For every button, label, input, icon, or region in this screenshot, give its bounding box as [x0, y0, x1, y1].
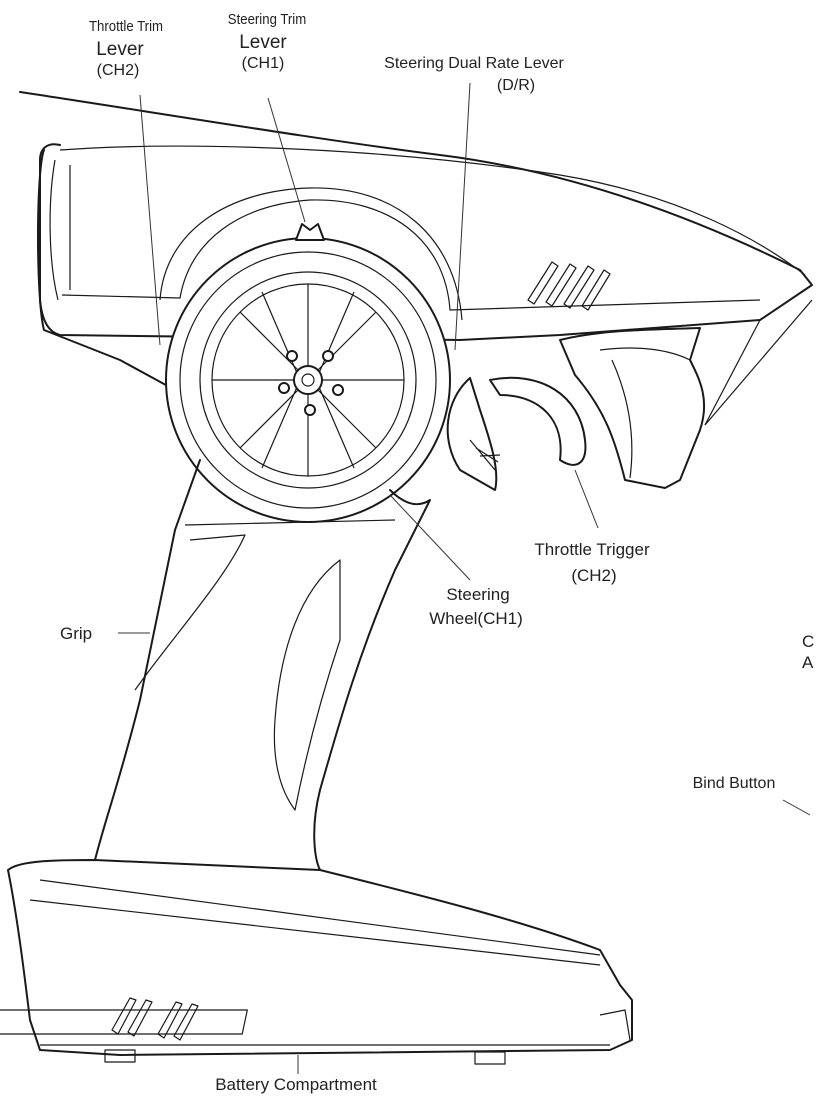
transmitter-body: [19, 91, 813, 489]
label-throttle-trigger-channel: (CH2): [571, 566, 616, 585]
label-steering-wheel-line2: Wheel(CH1): [429, 609, 523, 628]
label-cut-right-2: A: [802, 653, 814, 672]
label-steering-trim-lever: Lever: [239, 32, 287, 53]
label-bind-button: Bind Button: [693, 775, 776, 792]
throttle-trigger: [446, 376, 587, 491]
label-throttle-trim-channel: (CH2): [97, 62, 140, 79]
leader-throttle-trigger: [574, 469, 599, 529]
label-grip: Grip: [60, 624, 92, 643]
wheel-spokes: [212, 284, 404, 476]
leader-steering-trim: [267, 97, 306, 223]
steering-wheel: [165, 223, 451, 523]
label-dual-rate-title: Steering Dual Rate Lever: [384, 55, 564, 72]
label-throttle-trim-title: Throttle Trim: [89, 17, 163, 34]
leader-dual-rate: [454, 82, 471, 351]
leader-throttle-trim: [139, 94, 161, 346]
label-throttle-trim-lever: Lever: [96, 39, 144, 60]
leader-lines: [118, 82, 811, 1074]
label-cut-right-1: C: [802, 632, 814, 651]
vent-slits-top: [527, 261, 611, 311]
leader-bind: [782, 799, 811, 816]
vent-slits-bottom: [111, 997, 199, 1041]
label-throttle-trigger-title: Throttle Trigger: [534, 540, 650, 559]
label-steering-trim-channel: (CH1): [242, 55, 285, 72]
label-steering-trim-title: Steering Trim: [228, 10, 306, 27]
grip-and-base: [0, 459, 633, 1065]
label-steering-wheel-line1: Steering: [446, 585, 509, 604]
label-dual-rate-abbrev: (D/R): [497, 77, 535, 94]
label-battery-compartment: Battery Compartment: [215, 1075, 377, 1094]
callout-labels: Throttle Trim Lever (CH2) Steering Trim …: [60, 10, 814, 1094]
leader-steering-wheel: [389, 494, 471, 581]
